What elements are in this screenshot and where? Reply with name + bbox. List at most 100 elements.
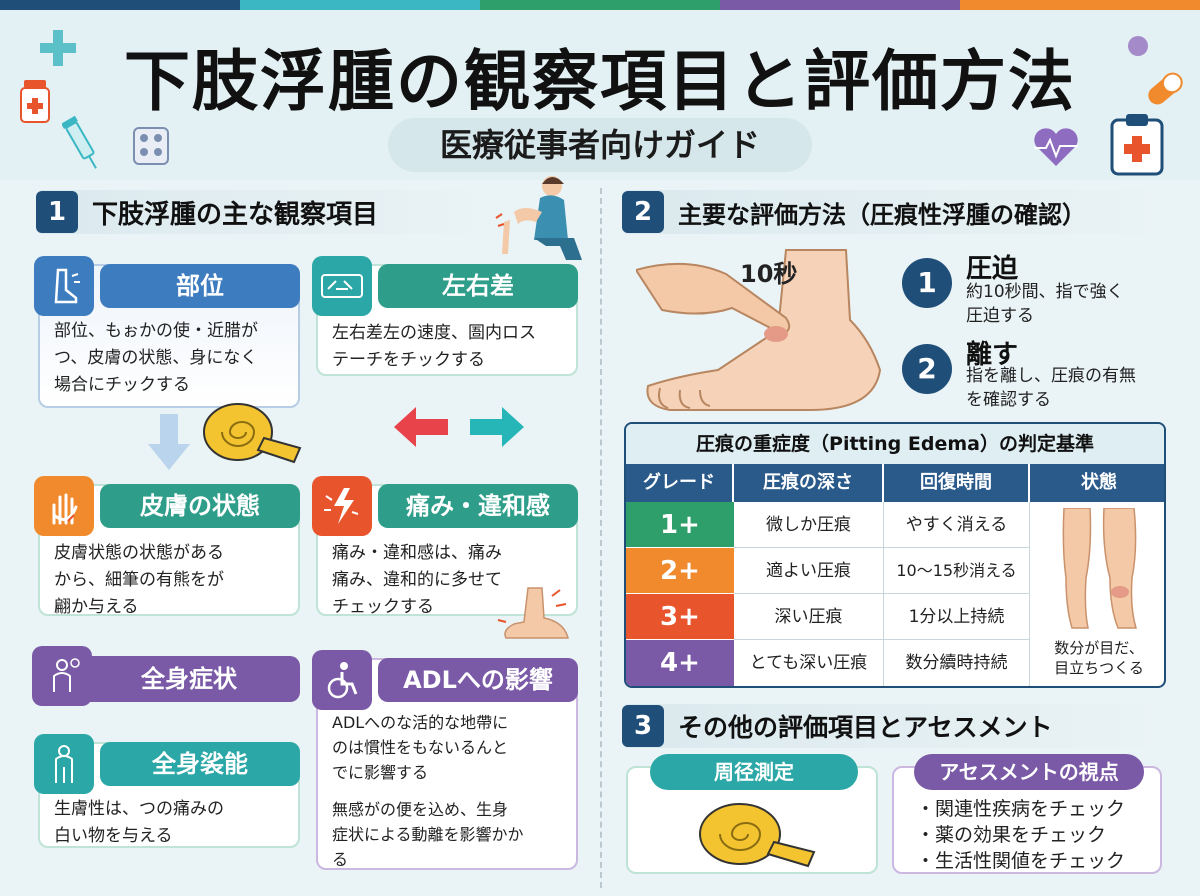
card-skin-title: 皮膚の状態 [100,484,300,528]
nurse-illustration [495,176,582,260]
card-adl-impact-line3: でに影響する [332,763,429,782]
step1-desc: 約10秒間、指で強く 圧迫する [966,280,1124,328]
syringe-icon [62,115,97,169]
grade-state-note-line1: 数分が目だ、 [1054,639,1144,657]
person-icon [34,734,94,794]
card-systemic-function-title: 全身裟能 [100,742,300,786]
grade-row1-grade: 1+ [626,502,734,548]
page-title: 下肢浮腫の観察項目と評価方法 [124,43,1076,120]
grade-row4-grade: 4+ [626,640,734,686]
card-site-line1: 部位、もぉかの使・近腊が [54,321,258,341]
step2-title: 離す [966,340,1019,370]
step1-desc-line2: 圧迫する [966,306,1034,326]
pitting-test-illustration [636,249,882,411]
step1-title: 圧迫 [966,254,1019,284]
pill-pack-icon [133,127,169,165]
medical-cross-icon [40,30,76,66]
card-systemic-function-line1: 生膚性は、つの痛みの [54,799,224,819]
card-pain-line3: チェックする [332,597,434,617]
grade-state-note: 数分が目だ、 目立ちつくる [1030,638,1164,678]
card-adl-impact: ADLへの影響 ADLへのな活的な地帶に のは慣性をもないるんと でに影響する … [312,650,578,870]
card-lr-diff-title: 左右差 [378,264,578,308]
card-adl-impact-line2: のは慣性をもないるんと [332,738,509,757]
down-arrow-icon [148,414,190,470]
section1-title: 下肢浮腫の主な観察項目 [92,199,379,230]
card-skin-line3: 翩か与える [54,597,139,617]
grade-table-header-grade: グレード [626,464,734,502]
left-right-arrows-icon [394,407,524,447]
grade-row1-depth: 微しか圧痕 [734,502,884,548]
medicine-bottle-icon [20,80,50,123]
step1-desc-line1: 約10秒間、指で強く [966,282,1124,302]
grade-row4-recovery: 数分續時持続 [884,640,1030,686]
grade-table-header-state: 状態 [1030,464,1164,502]
assessment-title: アセスメントの視点 [914,754,1144,790]
grade-row3-grade: 3+ [626,594,734,640]
card-adl-impact-gap [332,785,524,797]
tape-measure-icon [203,403,302,464]
grade-row2-depth: 適よい圧痕 [734,548,884,594]
step2-desc-line1: 指を離し、圧痕の有無 [966,366,1136,386]
step1-number: 1 [902,258,952,308]
card-site-title: 部位 [100,264,300,308]
grade-row2-grade: 2+ [626,548,734,594]
section1-header: 1 下肢浮腫の主な観察項目 [36,190,378,234]
foot-pain-illustration [497,587,569,639]
section3-band [622,704,1168,748]
compare-legs-icon [312,256,372,316]
card-lr-diff-line1: 左右差左の速度、圄内ロス [332,323,536,343]
circumference-box: 周径測定 [626,754,878,874]
tape-measure-icon-2 [699,803,816,868]
section2-title: 主要な評価方法（圧痕性浮腫の確認） [678,200,1086,229]
card-skin: 皮膚の状態 皮膚状態の状態がある から、細筆の有熊をが 翩か与える [34,476,300,617]
card-pain-line1: 痛み・違和感は、痛み [332,543,502,563]
card-site-line2: つ、皮膚の状態、身になく [54,348,258,368]
hand-icon [34,476,94,536]
grade-table-title: 圧痕の重症度（Pitting Edema）の判定基準 [626,424,1164,464]
card-skin-line2: から、細筆の有熊をが [54,570,224,590]
body-symptom-icon [32,646,92,706]
card-adl-impact-line7: る [332,850,349,869]
card-systemic-function: 全身裟能 生膚性は、つの痛みの 白い物を与える [34,734,300,848]
pill-icon [1128,36,1148,56]
card-pain-title: 痛み・違和感 [378,484,578,528]
page-subtitle: 医療従事者向けガイド [388,118,812,172]
card-adl-impact-line1: ADLへのな活的な地帶に [332,713,509,732]
card-pain-line2: 痛み、違和的に多せて [332,570,502,590]
assessment-item-2: ・薬の効果をチェック [916,824,1107,846]
card-site-line3: 場合にチックする [54,375,190,395]
assessment-box: アセスメントの視点 ・関連性疾病をチェック ・薬の効果をチェック ・生活性関値を… [892,754,1162,874]
grade-table-header-recovery: 回復時間 [884,464,1030,502]
wheelchair-icon [312,650,372,710]
card-adl-impact-title: ADLへの影響 [378,658,578,702]
heart-pulse-icon [1034,128,1078,166]
grade-row2-recovery: 10〜15秒消える [884,548,1030,594]
column-divider [600,188,602,888]
step2-number: 2 [902,344,952,394]
card-lr-diff-line2: テーチをチックする [332,350,485,370]
section1-band [36,190,486,234]
grade-row4-depth: とても深い圧痕 [734,640,884,686]
circumference-title: 周径測定 [650,754,858,790]
step2-desc-line2: を確認する [966,390,1051,410]
card-systemic-symptoms-title: 全身症状 [141,665,237,693]
section2-header: 2 主要な評価方法（圧痕性浮腫の確認） [622,190,1086,234]
grade-table-header-depth: 圧痕の深さ [734,464,884,502]
section1-number: 1 [36,191,78,233]
step2-desc: 指を離し、圧痕の有無 を確認する [966,364,1136,412]
press-duration-label: 10秒 [740,260,798,288]
clipboard-icon [1110,114,1164,176]
grade-state-note-line2: 目立ちつくる [1054,659,1144,677]
grade-row3-depth: 深い圧痕 [734,594,884,640]
card-systemic-function-line2: 白い物を与える [54,826,173,846]
grade-row1-recovery: やすく消える [884,502,1030,548]
section3-header: 3 その他の評価項目とアセスメント [622,704,1053,748]
grade-row3-recovery: 1分以上持続 [884,594,1030,640]
top-color-bar [0,0,1200,10]
pitting-grade-table: 圧痕の重症度（Pitting Edema）の判定基準 グレード 圧痕の深さ 回復… [624,422,1166,688]
card-adl-impact-line5: 無感がの便を込め、生身 [332,800,509,819]
section2-band [622,190,1168,234]
card-adl-impact-line6: 症状による動離を影響かか [332,825,524,844]
capsule-icon [1148,72,1183,105]
leg-icon [34,256,94,316]
